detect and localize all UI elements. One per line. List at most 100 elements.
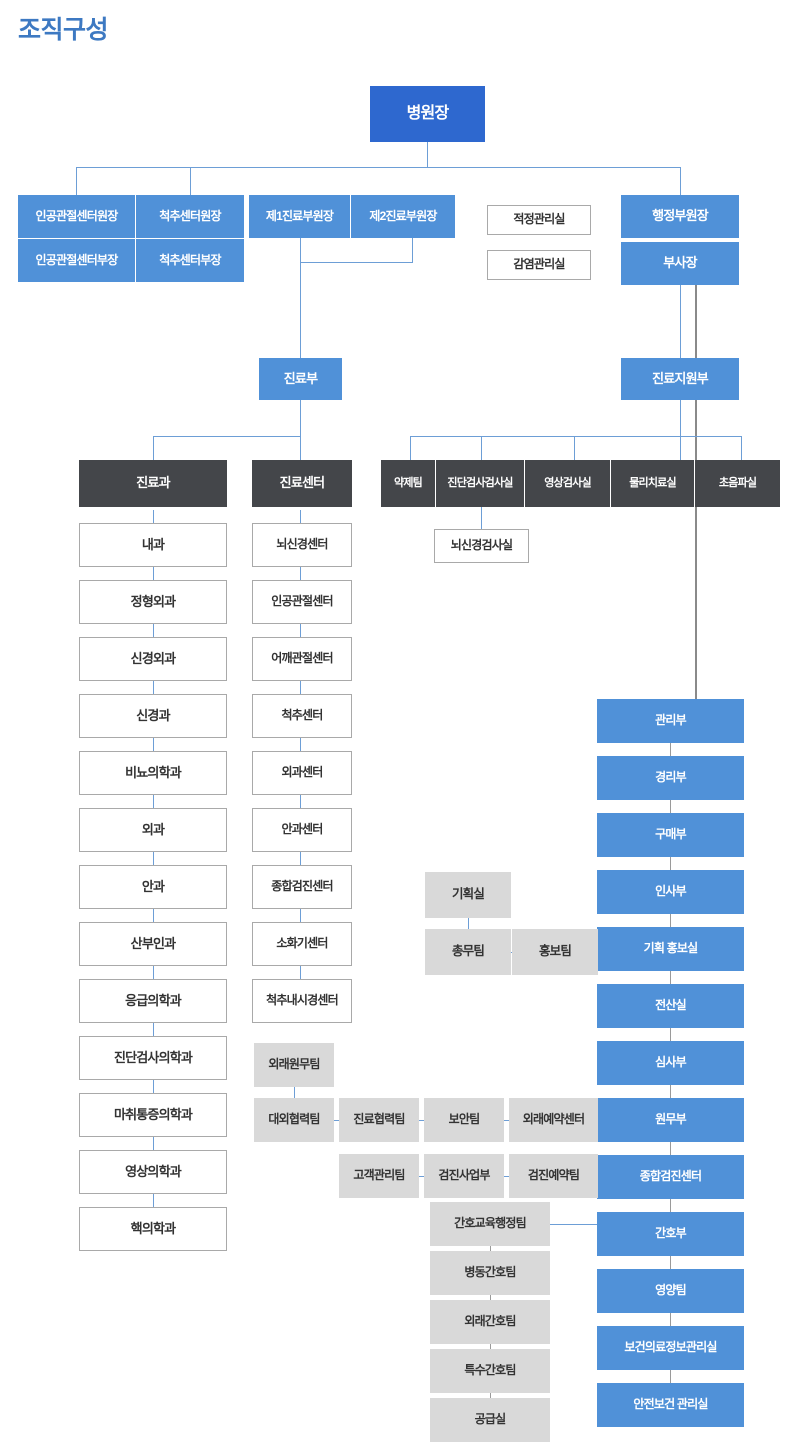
clinical-dept-item[interactable]: 진단검사의학과 [79, 1036, 227, 1080]
admin-dept-item[interactable]: 원무부 [597, 1098, 744, 1142]
nursing-team-item[interactable]: 공급실 [430, 1398, 550, 1442]
node-medical-cooperation-team[interactable]: 진료협력팀 [339, 1098, 419, 1142]
admin-dept-item[interactable]: 종합검진센터 [597, 1155, 744, 1199]
connector-director-down [427, 142, 428, 167]
node-external-cooperation-team[interactable]: 대외협력팀 [254, 1098, 334, 1142]
node-pr-team[interactable]: 홍보팀 [512, 929, 598, 975]
connector-medical-dept-down [300, 400, 301, 436]
clinical-center-item[interactable]: 안과센터 [252, 808, 352, 852]
connector-clinical-dept-6 [153, 852, 154, 865]
node-checkup-business-division[interactable]: 검진사업부 [424, 1154, 504, 1198]
admin-dept-item[interactable]: 인사부 [597, 870, 744, 914]
admin-dept-item[interactable]: 보건의료정보관리실 [597, 1326, 744, 1370]
connector-admin-dept-3 [670, 857, 671, 870]
nursing-team-item[interactable]: 간호교육행정팀 [430, 1202, 550, 1246]
connector-admin-dept-7 [670, 1085, 671, 1098]
node-security-team[interactable]: 보안팀 [424, 1098, 504, 1142]
admin-dept-item[interactable]: 전산실 [597, 984, 744, 1028]
admin-dept-item[interactable]: 관리부 [597, 699, 744, 743]
admin-dept-item[interactable]: 심사부 [597, 1041, 744, 1085]
node-spine-center-deputy[interactable]: 척추센터부장 [136, 239, 244, 282]
node-spine-center-director[interactable]: 척추센터원장 [136, 195, 244, 238]
clinical-dept-item[interactable]: 마취통증의학과 [79, 1093, 227, 1137]
node-outpatient-reservation-center[interactable]: 외래예약센터 [509, 1098, 598, 1142]
clinical-dept-item[interactable]: 내과 [79, 523, 227, 567]
clinical-dept-item[interactable]: 안과 [79, 865, 227, 909]
clinical-center-item[interactable]: 척추내시경센터 [252, 979, 352, 1023]
admin-dept-item[interactable]: 경리부 [597, 756, 744, 800]
node-artificial-joint-center-deputy[interactable]: 인공관절센터부장 [18, 239, 135, 282]
connector-clinical-center-1 [300, 567, 301, 580]
connector-clinical-center-3 [300, 681, 301, 694]
connector-admin-dept-11 [670, 1313, 671, 1326]
connector-bus-drop-1 [76, 167, 77, 195]
node-planning-office[interactable]: 기획실 [425, 872, 511, 918]
clinical-dept-item[interactable]: 정형외과 [79, 580, 227, 624]
clinical-center-item[interactable]: 뇌신경센터 [252, 523, 352, 567]
connector-lab-to-neuro-lab [481, 507, 482, 529]
connector-top-bus [76, 167, 680, 168]
node-director[interactable]: 병원장 [370, 86, 485, 142]
clinical-dept-item[interactable]: 핵의학과 [79, 1207, 227, 1251]
connector-outpatient-to-external [294, 1087, 295, 1098]
connector-support-dept-down [680, 400, 681, 436]
connector-security-to-reservation [504, 1120, 509, 1121]
header-clinical-centers: 진료센터 [252, 460, 352, 507]
connector-vice1-down [300, 238, 301, 262]
node-general-affairs-team[interactable]: 총무팀 [425, 929, 511, 975]
connector-admin-dept-2 [670, 800, 671, 813]
connector-admin-dept-8 [670, 1142, 671, 1155]
node-first-vice-medical-director[interactable]: 제1진료부원장 [249, 195, 350, 238]
node-administrative-vice-director[interactable]: 행정부원장 [621, 195, 739, 238]
admin-dept-item[interactable]: 구매부 [597, 813, 744, 857]
clinical-center-item[interactable]: 인공관절센터 [252, 580, 352, 624]
admin-dept-item[interactable]: 안전보건 관리실 [597, 1383, 744, 1427]
clinical-center-item[interactable]: 척추센터 [252, 694, 352, 738]
node-second-vice-medical-director[interactable]: 제2진료부원장 [351, 195, 455, 238]
admin-dept-item[interactable]: 영양팀 [597, 1269, 744, 1313]
node-quality-management-office[interactable]: 적정관리실 [487, 205, 591, 235]
node-vice-president[interactable]: 부사장 [621, 242, 739, 285]
connector-clinical-center-head [300, 510, 301, 523]
nursing-team-item[interactable]: 외래간호팀 [430, 1300, 550, 1344]
node-outpatient-admin-team[interactable]: 외래원무팀 [254, 1043, 334, 1087]
clinical-center-item[interactable]: 어깨관절센터 [252, 637, 352, 681]
connector-vice2-down [412, 238, 413, 262]
connector-vice-to-medical-dept [300, 262, 301, 358]
node-neuro-exam-room[interactable]: 뇌신경검사실 [434, 529, 529, 563]
clinical-dept-item[interactable]: 신경과 [79, 694, 227, 738]
page-title: 조직구성 [18, 16, 109, 44]
node-medical-department[interactable]: 진료부 [259, 358, 342, 400]
nursing-team-item[interactable]: 병동간호팀 [430, 1251, 550, 1295]
connector-admin-dept-6 [670, 1028, 671, 1041]
connector-clinical-dept-7 [153, 909, 154, 922]
connector-support-dept-bus [410, 436, 741, 437]
clinical-dept-item[interactable]: 응급의학과 [79, 979, 227, 1023]
node-medical-support-department[interactable]: 진료지원부 [621, 358, 739, 400]
clinical-dept-item[interactable]: 영상의학과 [79, 1150, 227, 1194]
connector-clinical-dept-11 [153, 1137, 154, 1150]
clinical-center-item[interactable]: 외과센터 [252, 751, 352, 795]
node-checkup-reservation-team[interactable]: 검진예약팀 [509, 1154, 598, 1198]
clinical-center-item[interactable]: 종합검진센터 [252, 865, 352, 909]
admin-dept-item[interactable]: 간호부 [597, 1212, 744, 1256]
clinical-center-item[interactable]: 소화기센터 [252, 922, 352, 966]
node-customer-management-team[interactable]: 고객관리팀 [339, 1154, 419, 1198]
clinical-dept-item[interactable]: 비뇨의학과 [79, 751, 227, 795]
connector-clinical-dept-10 [153, 1080, 154, 1093]
clinical-dept-item[interactable]: 신경외과 [79, 637, 227, 681]
node-artificial-joint-center-director[interactable]: 인공관절센터원장 [18, 195, 135, 238]
connector-admin-dept-9 [670, 1199, 671, 1212]
connector-support-drop-5 [741, 436, 742, 460]
nursing-team-item[interactable]: 특수간호팀 [430, 1349, 550, 1393]
connector-clinical-center-8 [300, 966, 301, 979]
clinical-dept-item[interactable]: 산부인과 [79, 922, 227, 966]
connector-support-drop-2 [481, 436, 482, 460]
node-infection-control-office[interactable]: 감염관리실 [487, 250, 591, 280]
admin-dept-item[interactable]: 기획 홍보실 [597, 927, 744, 971]
connector-ext-to-medcoop [334, 1120, 339, 1121]
clinical-dept-item[interactable]: 외과 [79, 808, 227, 852]
connector-support-drop-4 [680, 436, 681, 460]
connector-clinical-center-2 [300, 624, 301, 637]
connector-admin-passthrough [695, 507, 697, 701]
